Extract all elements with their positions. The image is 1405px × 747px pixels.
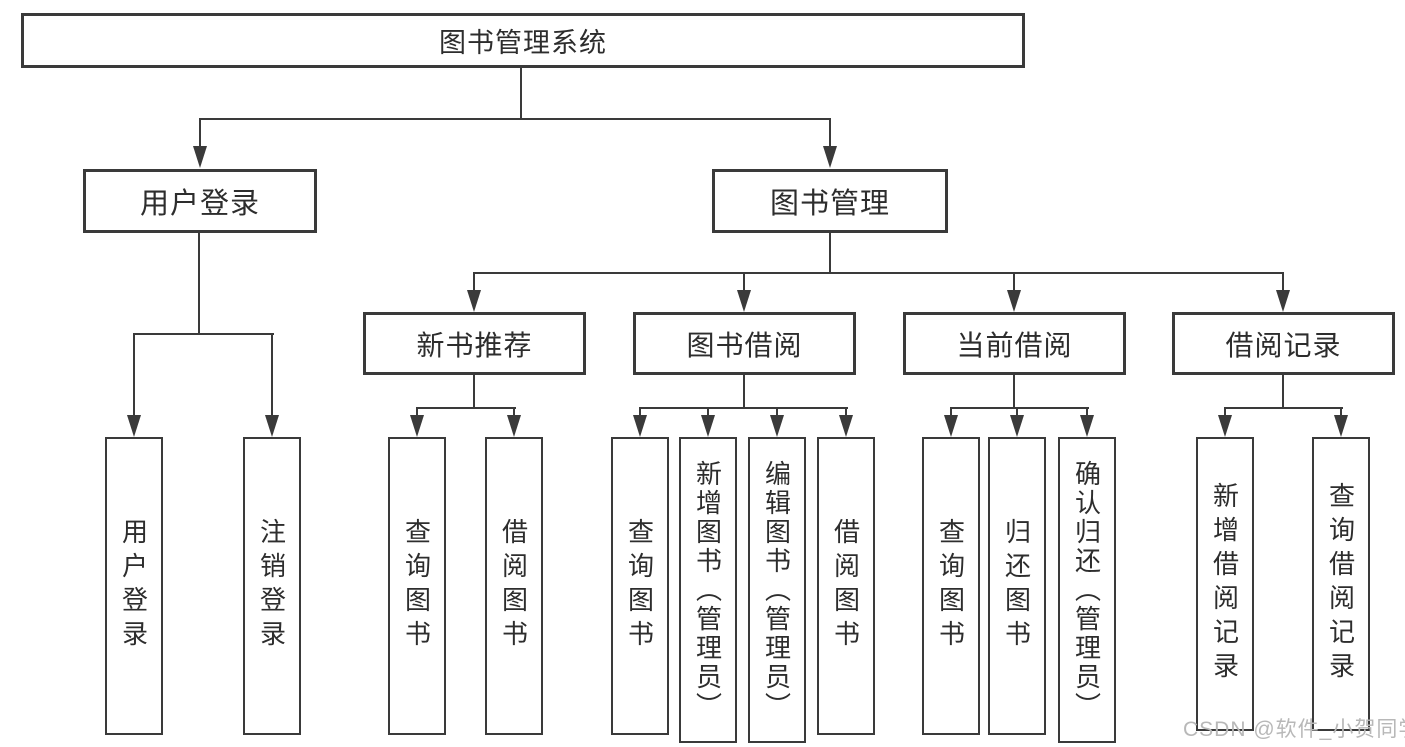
tree-connector-line (271, 335, 273, 417)
arrow-down-icon (633, 415, 647, 437)
node-library-management-system: 图书管理系统 (21, 13, 1025, 68)
tree-connector-line (133, 335, 135, 417)
tree-connector-line (743, 274, 745, 292)
leaf-borrow-books: 借阅图书 (817, 437, 875, 735)
leaf-add-borrow-record: 新增借阅记录 (1196, 437, 1254, 731)
tree-connector-line (1282, 375, 1284, 409)
arrow-down-icon (1007, 290, 1021, 312)
arrow-down-icon (823, 146, 837, 168)
arrow-down-icon (770, 415, 784, 437)
tree-connector-line (416, 407, 418, 417)
arrow-down-icon (1080, 415, 1094, 437)
leaf-logout: 注销登录 (243, 437, 301, 735)
tree-connector-line (1013, 274, 1015, 292)
arrow-down-icon (127, 415, 141, 437)
arrow-down-icon (507, 415, 521, 437)
tree-connector-line (1340, 407, 1342, 417)
tree-connector-line (639, 407, 641, 417)
arrow-down-icon (1276, 290, 1290, 312)
tree-connector-line (743, 375, 745, 409)
tree-connector-line (1086, 407, 1088, 417)
arrow-down-icon (193, 146, 207, 168)
tree-connector-line (520, 68, 522, 120)
arrow-down-icon (410, 415, 424, 437)
arrow-down-icon (701, 415, 715, 437)
arrow-down-icon (467, 290, 481, 312)
node-borrowing-records: 借阅记录 (1172, 312, 1395, 375)
leaf-confirm-return-admin: 确认归还（管理员） (1058, 437, 1116, 743)
node-book-management: 图书管理 (712, 169, 948, 233)
leaf-edit-books-admin: 编辑图书（管理员） (748, 437, 806, 743)
tree-connector-line (1224, 407, 1226, 417)
node-current-borrowing: 当前借阅 (903, 312, 1126, 375)
tree-connector-line (198, 233, 200, 334)
node-book-borrowing: 图书借阅 (633, 312, 856, 375)
leaf-add-books-admin: 新增图书（管理员） (679, 437, 737, 743)
tree-connector-line (950, 407, 952, 417)
node-new-book-recommendation: 新书推荐 (363, 312, 586, 375)
tree-connector-line (845, 407, 847, 417)
arrow-down-icon (944, 415, 958, 437)
tree-connector-line (133, 333, 274, 335)
arrow-down-icon (737, 290, 751, 312)
arrow-down-icon (1010, 415, 1024, 437)
tree-connector-line (829, 233, 831, 274)
tree-connector-line (1282, 274, 1284, 292)
leaf-query-books-current: 查询图书 (922, 437, 980, 735)
leaf-return-books: 归还图书 (988, 437, 1046, 735)
tree-connector-line (707, 407, 709, 417)
tree-connector-line (199, 120, 201, 150)
leaf-user-login: 用户登录 (105, 437, 163, 735)
leaf-borrow-books-recommend: 借阅图书 (485, 437, 543, 735)
arrow-down-icon (1218, 415, 1232, 437)
tree-connector-line (416, 407, 516, 409)
arrow-down-icon (265, 415, 279, 437)
tree-connector-line (829, 120, 831, 150)
arrow-down-icon (839, 415, 853, 437)
tree-connector-line (776, 407, 778, 417)
tree-connector-line (513, 407, 515, 417)
tree-connector-line (473, 375, 475, 409)
tree-connector-line (199, 118, 831, 120)
tree-connector-line (1016, 407, 1018, 417)
csdn-watermark: CSDN @软件_小贺同学 (1183, 718, 1405, 741)
tree-connector-line (473, 272, 1284, 274)
tree-connector-line (639, 407, 848, 409)
leaf-query-books-recommend: 查询图书 (388, 437, 446, 735)
tree-connector-line (950, 407, 1089, 409)
tree-connector-line (1224, 407, 1343, 409)
leaf-query-borrow-record: 查询借阅记录 (1312, 437, 1370, 731)
leaf-query-books-borrowing: 查询图书 (611, 437, 669, 735)
tree-connector-line (473, 274, 475, 292)
node-user-login: 用户登录 (83, 169, 317, 233)
arrow-down-icon (1334, 415, 1348, 437)
tree-connector-line (1013, 375, 1015, 409)
